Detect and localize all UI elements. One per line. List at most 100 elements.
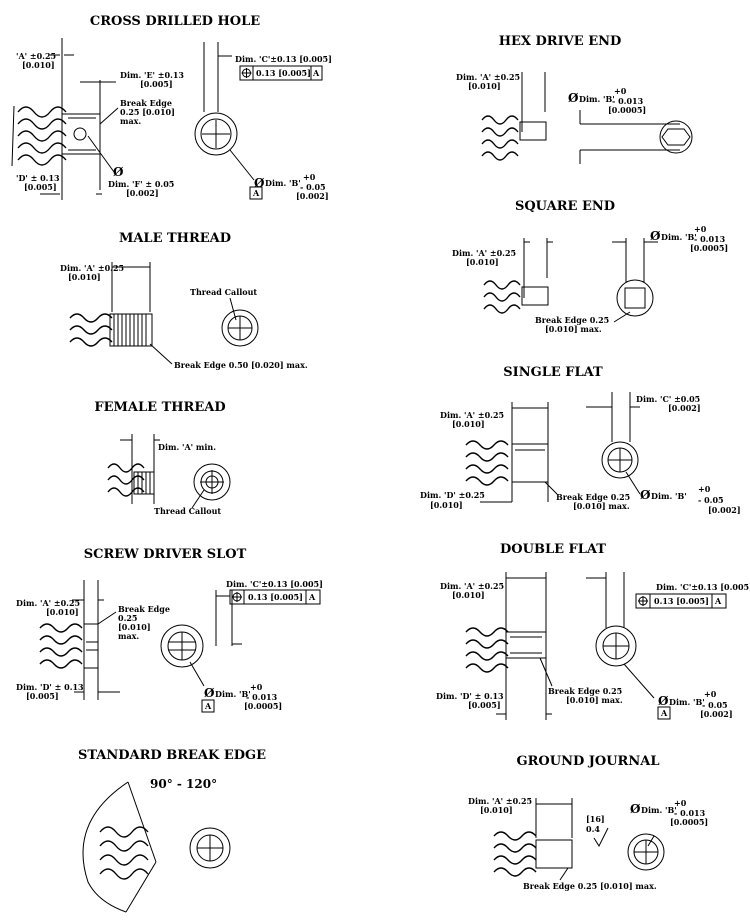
threaded-shaft [69, 313, 113, 347]
leader-break-edge [149, 343, 173, 365]
label-dim-a: Dim. 'A' ±0.25 [440, 581, 504, 591]
dim-line-a [111, 262, 151, 312]
leader-break-edge [544, 481, 558, 495]
end-view-outer [221, 309, 259, 347]
label-dim-b-inch: [0.0005] [608, 105, 646, 115]
label-dim-e: Dim. 'E' ±0.13 [120, 70, 184, 80]
double-flat-portion [505, 631, 547, 659]
label-dim-b-inch: [0.0005] [670, 817, 708, 827]
label-dim-b: Dim. 'B' [641, 805, 677, 815]
diameter-symbol: Ø [204, 686, 215, 700]
leader-break-edge [613, 311, 631, 323]
label-dim-b-minus: - 0.013 [674, 808, 706, 818]
label-dim-b: Dim. 'B' [215, 689, 251, 699]
leader-break-edge [97, 611, 117, 625]
label-dim-a: Dim. 'A' ±0.25 [456, 72, 520, 82]
leader-callout [191, 489, 205, 509]
label-dim-d-inch: [0.005] [24, 182, 57, 192]
label-break-edge: Break Edge 0.25 [556, 492, 630, 502]
threaded-shaft [107, 463, 145, 497]
end-view-cross [197, 835, 223, 861]
label-dim-b-minus: - 0.013 [246, 692, 278, 702]
diameter-symbol-b: Ø [254, 176, 265, 190]
threaded-shaft [11, 38, 101, 200]
label-dim-b-minus: - 0.05 [698, 495, 724, 505]
leader-break-edge [99, 107, 119, 125]
label-break-edge-val: 0.25 [118, 613, 137, 623]
square-stub [521, 286, 549, 306]
label-dim-a: 'A' ±0.25 [16, 51, 56, 61]
label-dim-a: Dim. 'A' ±0.25 [440, 410, 504, 420]
label-thread-callout: Thread Callout [154, 506, 221, 516]
label-dim-d-inch: [0.005] [468, 700, 501, 710]
leader-diameter [87, 135, 115, 173]
datum-box [249, 186, 263, 200]
end-view-outer [189, 827, 231, 869]
leader-dim-b [625, 471, 641, 495]
diameter-symbol: Ø [640, 488, 651, 502]
label-break-edge-max: [0.010] max. [566, 695, 623, 705]
surface-finish-icon [593, 827, 609, 848]
section-cross-drilled-hole: CROSS DRILLED HOLE 'A' ±0.25 [0.010] Dim… [11, 14, 332, 201]
label-dim-d: Dim. 'D' ± 0.13 [436, 691, 504, 701]
label-dim-c: Dim. 'C' ±0.05 [636, 394, 700, 404]
dim-line-c [215, 590, 242, 646]
label-dim-d: 'D' ± 0.13 [16, 173, 60, 183]
end-view-cross [603, 633, 629, 659]
slot-icon [86, 641, 98, 651]
dim-line-b [612, 238, 658, 282]
angle-arc [82, 781, 129, 913]
dim-line-a [505, 572, 547, 720]
title-ground-journal: GROUND JOURNAL [517, 754, 660, 769]
diameter-symbol: Ø [113, 165, 124, 179]
dim-line-a [523, 238, 553, 298]
diameter-symbol: Ø [650, 229, 661, 243]
label-dim-b-plus: +0 [303, 172, 316, 182]
diameter-symbol: Ø [568, 91, 579, 105]
label-dim-b-plus: +0 [694, 224, 707, 234]
flat-lines [510, 636, 542, 654]
end-view [194, 42, 255, 181]
fcf-datum: A [312, 68, 320, 78]
datum-letter: A [204, 701, 212, 711]
hex-icon [661, 128, 691, 146]
label-dim-c: Dim. 'C'±0.13 [0.005] [226, 579, 323, 589]
diameter-symbol: Ø [630, 802, 641, 816]
threaded-shaft [465, 440, 509, 486]
dim-line-a [535, 798, 573, 838]
label-dim-b: Dim. 'B' [265, 178, 301, 188]
label-dim-c: Dim. 'C'±0.13 [0.005] [235, 54, 332, 64]
end-view-cross [200, 470, 224, 494]
end-view-outer [160, 624, 204, 668]
label-break-edge: Break Edge [118, 604, 170, 614]
thread-pattern [113, 314, 147, 346]
leader-break-edge [539, 657, 553, 687]
label-dim-a-inch: [0.010] [466, 257, 499, 267]
label-dim-b-plus: +0 [704, 689, 717, 699]
label-dim-b-minus: - 0.013 [612, 96, 644, 106]
label-dim-a-inch: [0.010] [46, 607, 79, 617]
square-icon [624, 287, 646, 309]
leader-dim-b [623, 663, 655, 699]
label-dim-a-inch: [0.010] [452, 590, 485, 600]
label-dim-a-inch: [0.010] [452, 419, 485, 429]
end-view-outer [627, 833, 665, 871]
end-outline [620, 123, 680, 151]
end-view-cross [608, 448, 632, 472]
label-dim-b-plus: +0 [250, 682, 263, 692]
section-ground-journal: GROUND JOURNAL Dim. 'A' ±0.25 [0.010] [1… [468, 754, 708, 891]
leader-callout [229, 297, 237, 321]
label-dim-a-inch: [0.010] [22, 60, 55, 70]
end-view-outer [601, 441, 639, 479]
feature-control-frame: 0.13 [0.005] A [229, 589, 321, 605]
label-dim-a-inch: [0.010] [468, 81, 501, 91]
leader-dim-b [189, 661, 205, 687]
label-break-edge-max: max. [120, 116, 141, 126]
label-dim-b-inch: [0.002] [700, 709, 733, 719]
dim-line-a [511, 402, 549, 502]
label-dim-b-inch: [0.0005] [244, 701, 282, 711]
section-double-flat: DOUBLE FLAT Dim. 'A' ±0.25 [0.010] Dim. … [436, 542, 750, 720]
threaded-shaft [483, 280, 521, 314]
male-thread-portion [109, 313, 153, 347]
